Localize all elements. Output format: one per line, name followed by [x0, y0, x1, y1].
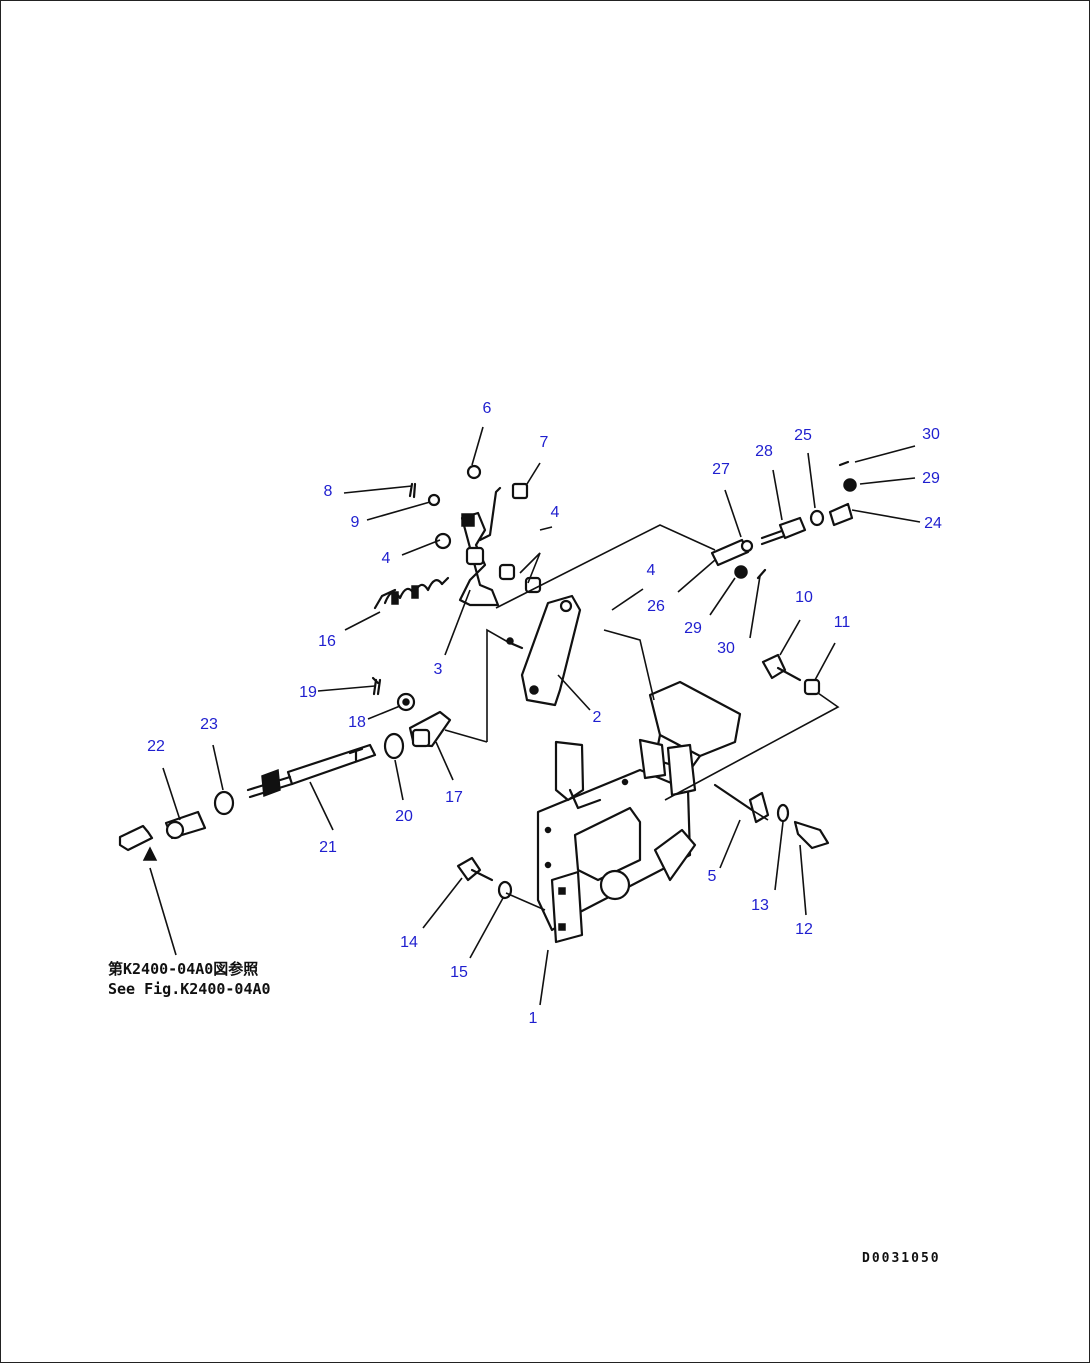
part-24-30-hardware — [710, 460, 857, 580]
callout-14: 14 — [400, 934, 418, 951]
reference-note-en: See Fig.K2400-04A0 — [108, 980, 271, 998]
arrowhead-icon — [142, 846, 158, 861]
assembly-lines — [444, 524, 840, 911]
callout-30b: 30 — [717, 640, 735, 657]
callout-12: 12 — [795, 921, 813, 938]
callout-2: 2 — [593, 709, 602, 726]
callout-19: 19 — [299, 684, 317, 701]
callout-3: 3 — [434, 661, 443, 678]
callout-30a: 30 — [922, 426, 940, 443]
callout-9: 9 — [351, 514, 360, 531]
part-3-yoke — [427, 464, 542, 607]
part-16-spring — [373, 576, 450, 610]
callout-15: 15 — [450, 964, 468, 981]
part-2-lever — [506, 594, 582, 707]
callout-10: 10 — [795, 589, 813, 606]
part-1-bracket — [536, 680, 742, 944]
callout-17: 17 — [445, 789, 463, 806]
callout-21: 21 — [319, 839, 337, 856]
callout-leaders — [142, 426, 921, 1006]
callout-6: 6 — [483, 400, 492, 417]
callout-28: 28 — [755, 443, 773, 460]
callout-5: 5 — [708, 868, 717, 885]
callout-26: 26 — [647, 598, 665, 615]
reference-note: 第K2400-04A0図参照 See Fig.K2400-04A0 — [108, 960, 271, 998]
part-21-rod — [246, 743, 377, 799]
callout-27: 27 — [712, 461, 730, 478]
part-8-19-pins — [372, 482, 417, 696]
callout-20: 20 — [395, 808, 413, 825]
callout-4a: 4 — [382, 550, 391, 567]
reference-note-jp: 第K2400-04A0図参照 — [108, 960, 258, 978]
part-10-11-bolt — [761, 653, 821, 696]
callout-7: 7 — [540, 434, 549, 451]
figure-id: D0031050 — [862, 1251, 941, 1266]
callout-23: 23 — [200, 716, 218, 733]
callout-29a: 29 — [922, 470, 940, 487]
callout-1: 1 — [529, 1010, 538, 1027]
part-17-18-20-fittings — [371, 676, 452, 760]
callout-4c: 4 — [647, 562, 656, 579]
callout-25: 25 — [794, 427, 812, 444]
callout-11: 11 — [834, 614, 851, 631]
callout-18: 18 — [348, 714, 366, 731]
callout-13: 13 — [751, 897, 769, 914]
callout-8: 8 — [324, 483, 333, 500]
callout-22: 22 — [147, 738, 165, 755]
part-14-15-bolt — [456, 856, 513, 900]
callout-4b: 4 — [551, 504, 560, 521]
callout-24: 24 — [924, 515, 942, 532]
callout-16: 16 — [318, 633, 336, 650]
part-22-23-connector — [118, 790, 235, 852]
callout-labels: 1 2 3 4 4 4 5 6 7 8 9 10 11 12 13 14 15 … — [147, 400, 942, 1027]
part-5-12-13-pin — [713, 783, 830, 850]
callout-29b: 29 — [684, 620, 702, 637]
